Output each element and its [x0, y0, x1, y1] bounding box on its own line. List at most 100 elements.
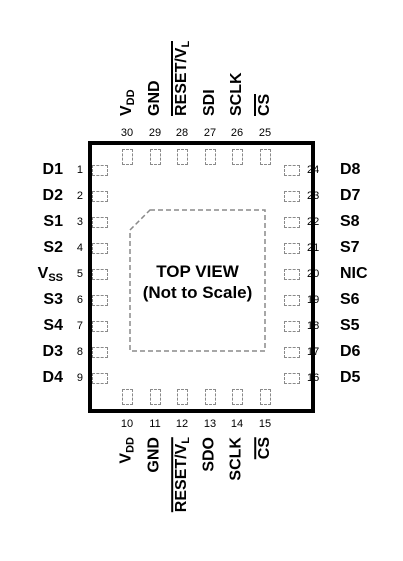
pin-label-text: S3 [43, 291, 63, 308]
pin-label-text: VSS [37, 265, 63, 284]
pin-pad-left-7 [92, 321, 108, 332]
pin-label-text: SCLK [228, 437, 245, 481]
pin-label-text: S8 [340, 213, 360, 230]
pin-pad-right-20 [284, 269, 300, 280]
center-pad-outline [129, 209, 266, 352]
pin-number-7: 7 [76, 320, 83, 332]
pin-label-19: S6 [340, 291, 360, 309]
view-title-line1: TOP VIEW [156, 262, 239, 281]
pin-pad-left-5 [92, 269, 108, 280]
pin-number-11: 11 [149, 418, 161, 430]
pin-pad-left-8 [92, 347, 108, 358]
pin-pad-right-21 [284, 243, 300, 254]
pin-pad-right-16 [284, 373, 300, 384]
pin-label-text: D6 [340, 343, 361, 360]
pin-label-rotated: VDD [118, 89, 140, 116]
pin-label-subscript: DD [125, 89, 137, 106]
pin-number-25: 25 [258, 127, 272, 139]
pin-number-21: 21 [307, 242, 320, 254]
pin-number-13: 13 [203, 418, 217, 430]
pin-pad-top-25 [260, 149, 271, 165]
pin-pad-bottom-12 [177, 389, 188, 405]
pin-label-text: VDD [118, 89, 137, 116]
pin-number-22: 22 [307, 216, 320, 228]
exposed-center-pad [129, 209, 266, 352]
pin-pad-bottom-10 [122, 389, 133, 405]
pin-number-26: 26 [230, 127, 244, 139]
pin-label-text: SDO [201, 437, 218, 472]
pin-label-rotated: SCLK [228, 437, 246, 481]
pin-pad-left-2 [92, 191, 108, 202]
pin-label-text: GND [146, 80, 163, 116]
pin-pad-right-18 [284, 321, 300, 332]
pin-label-9: D4 [43, 369, 63, 387]
pin-label-text: S7 [340, 239, 360, 256]
pin-label-text: GND [146, 437, 163, 473]
pin-label-subscript: L [180, 40, 192, 48]
pin-label-text: CS [254, 93, 273, 116]
pin-number-20: 20 [307, 268, 320, 280]
pin-label-rotated: SDI [201, 89, 219, 116]
pin-pad-left-1 [92, 165, 108, 176]
pin-number-27: 27 [203, 127, 217, 139]
pin-label-24: D8 [340, 161, 360, 179]
pin-number-3: 3 [76, 216, 83, 228]
pin-label-20: NIC [340, 265, 368, 283]
pin-label-subscript: SS [48, 272, 63, 284]
pin-label-rotated: SDO [201, 437, 219, 472]
pin-number-5: 5 [76, 268, 83, 280]
pin-label-6: S3 [43, 291, 63, 309]
pin-label-17: D6 [340, 343, 360, 361]
pin-label-1: D1 [43, 161, 63, 179]
pin-number-29: 29 [148, 127, 162, 139]
pin-number-19: 19 [307, 294, 320, 306]
pin-number-4: 4 [76, 242, 83, 254]
pin-number-17: 17 [307, 346, 320, 358]
pin-label-rotated: VDD [118, 437, 140, 464]
pin-label-22: S8 [340, 213, 360, 231]
pin-label-text: RESET/VL [171, 437, 192, 513]
pin-number-14: 14 [230, 418, 244, 430]
pin-pad-left-3 [92, 217, 108, 228]
pin-pad-right-17 [284, 347, 300, 358]
pin-label-7: S4 [43, 317, 63, 335]
pin-label-text: S6 [340, 291, 360, 308]
pin-pad-right-22 [284, 217, 300, 228]
pin-label-rotated: SCLK [228, 72, 246, 116]
pin-label-21: S7 [340, 239, 360, 257]
pin-pad-top-27 [205, 149, 216, 165]
pin-label-rotated: CS [254, 437, 274, 460]
pin-pad-right-23 [284, 191, 300, 202]
pin-label-8: D3 [43, 343, 63, 361]
pin-label-text: CS [254, 437, 273, 460]
pin-pad-bottom-14 [232, 389, 243, 405]
pin-label-subscript: L [180, 437, 192, 444]
pin-label-text: D1 [42, 161, 63, 178]
pin-label-text: NIC [340, 265, 368, 282]
pin-label-3: S1 [43, 213, 63, 231]
pin-label-text: S4 [43, 317, 63, 334]
pin-pad-top-30 [122, 149, 133, 165]
pin-label-text: S5 [340, 317, 360, 334]
pin-pad-top-26 [232, 149, 243, 165]
pin-number-18: 18 [307, 320, 320, 332]
ic-package-outline [88, 141, 315, 413]
pin-label-18: S5 [340, 317, 360, 335]
pin-number-24: 24 [307, 164, 320, 176]
pin-number-23: 23 [307, 190, 320, 202]
pin-number-9: 9 [76, 372, 83, 384]
pin-number-12: 12 [175, 418, 189, 430]
pin-label-text: RESET/VL [171, 40, 192, 116]
pin-label-text: D5 [340, 369, 361, 386]
pin-pad-bottom-15 [260, 389, 271, 405]
pin-label-rotated: RESET/VL [171, 40, 195, 116]
pin-label-text: SDI [201, 89, 218, 116]
pin-label-subscript: DD [125, 437, 137, 453]
pin-number-6: 6 [76, 294, 83, 306]
pin-label-text: D4 [42, 369, 63, 386]
pin-label-4: S2 [43, 239, 63, 257]
pin-pad-top-29 [150, 149, 161, 165]
pin-label-text: SCLK [228, 72, 245, 116]
pin-label-23: D7 [340, 187, 360, 205]
pin-number-2: 2 [76, 190, 83, 202]
